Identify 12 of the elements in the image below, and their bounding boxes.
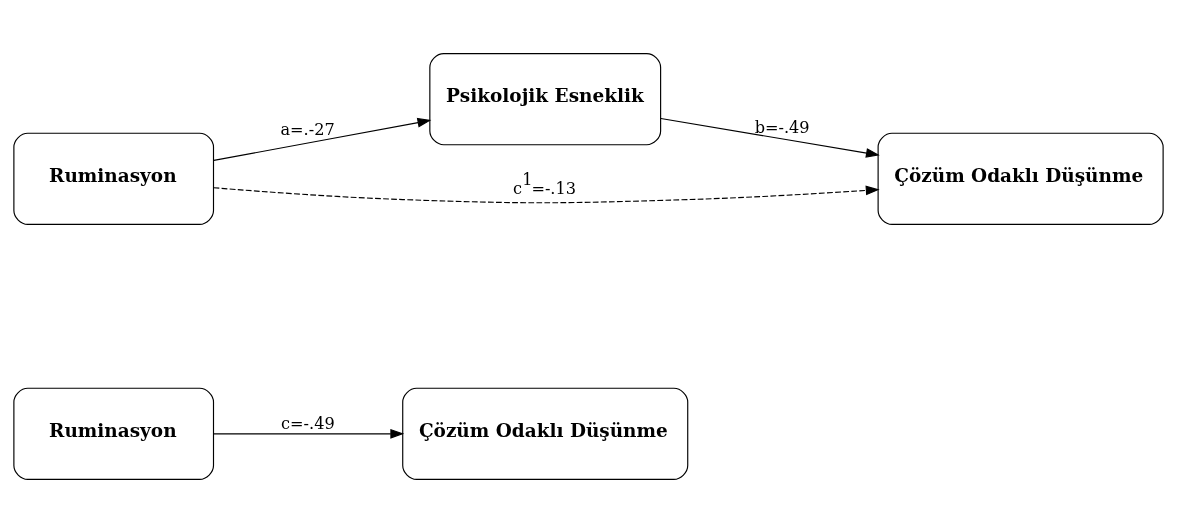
edge-label: b=-.49 — [754, 117, 810, 137]
node-box: Ruminasyon — [13, 387, 215, 480]
arrow — [660, 117, 880, 158]
arrow — [213, 117, 432, 161]
arrow — [213, 185, 880, 203]
edge-label: c=-.49 — [281, 413, 335, 433]
node-box: Çözüm Odaklı Düşünme — [877, 132, 1164, 225]
node-box: Çözüm Odaklı Düşünme — [402, 387, 689, 480]
node-box: Psikolojik Esneklik — [429, 52, 662, 145]
edge-label: a=.-27 — [280, 119, 335, 139]
arrow — [213, 428, 405, 439]
node-box: Ruminasyon — [13, 132, 215, 225]
